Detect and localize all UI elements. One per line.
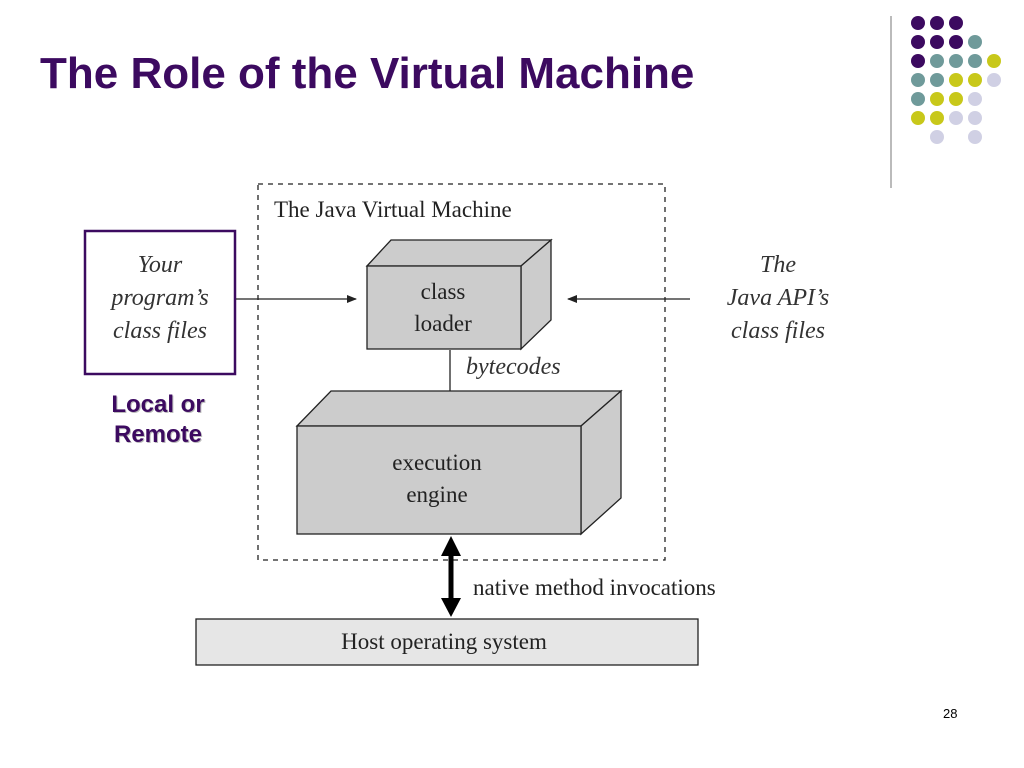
decorative-dot — [930, 54, 944, 68]
decorative-dot — [949, 111, 963, 125]
bytecodes-label: bytecodes — [466, 354, 561, 380]
jvm-label: The Java Virtual Machine — [274, 197, 512, 222]
decorative-dot-grid — [890, 16, 1001, 188]
class-loader-box — [365, 238, 553, 351]
page-number: 28 — [943, 706, 958, 721]
decorative-dot — [968, 35, 982, 49]
execution-engine-line-2: engine — [406, 482, 467, 507]
decorative-dot — [987, 54, 1001, 68]
decorative-dot — [930, 16, 944, 30]
decorative-dot — [911, 73, 925, 87]
decorative-dot — [949, 73, 963, 87]
java-api-line-2: Java API’s — [727, 285, 829, 311]
execution-engine-box — [295, 389, 623, 536]
native-invocation-arrow — [441, 536, 461, 617]
your-program-line-2: program’s — [109, 285, 208, 311]
decorative-dot — [968, 130, 982, 144]
decorative-dot — [987, 73, 1001, 87]
host-os-label: Host operating system — [341, 629, 547, 654]
class-loader-line-2: loader — [414, 311, 472, 336]
jvm-boundary — [257, 183, 666, 561]
your-program-box — [83, 229, 237, 376]
java-api-line-3: class files — [731, 318, 825, 344]
decorative-dot — [930, 111, 944, 125]
class-loader-line-1: class — [421, 279, 466, 304]
decorative-dot — [911, 111, 925, 125]
host-os-box — [195, 618, 699, 666]
your-program-line-1: Your — [138, 252, 183, 278]
local-or-remote-label: Local or Remote — [88, 390, 228, 450]
decorative-dot — [930, 130, 944, 144]
decorative-dot — [930, 73, 944, 87]
execution-engine-line-1: execution — [392, 450, 482, 475]
java-api-line-1: The — [760, 252, 796, 278]
remote-line: Remote — [113, 421, 203, 448]
local-line: Local or — [111, 391, 205, 418]
decorative-dot — [968, 111, 982, 125]
your-program-line-3: class files — [113, 318, 207, 344]
decorative-dot — [968, 73, 982, 87]
decorative-dot — [930, 92, 944, 106]
decorative-dot — [911, 35, 925, 49]
decorative-dot — [911, 54, 925, 68]
decorative-dot — [911, 92, 925, 106]
decorative-dot — [968, 92, 982, 106]
decorative-dot — [968, 54, 982, 68]
slide-title: The Role of the Virtual Machine — [40, 49, 695, 98]
decorative-dot — [949, 92, 963, 106]
decorative-dot — [949, 16, 963, 30]
decorative-dot — [911, 16, 925, 30]
decorative-dot — [930, 35, 944, 49]
native-label: native method invocations — [473, 575, 716, 600]
decorative-dot — [949, 54, 963, 68]
decorative-dot — [949, 35, 963, 49]
